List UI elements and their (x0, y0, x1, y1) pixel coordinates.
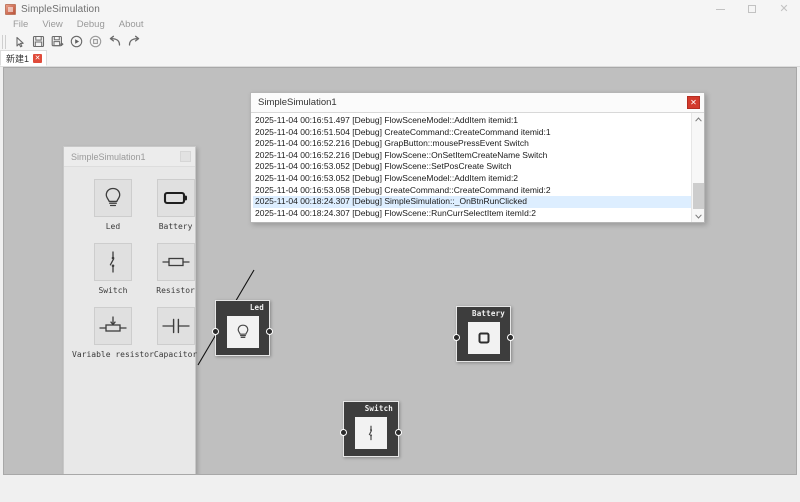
close-button[interactable]: ✕ (779, 2, 789, 15)
node-battery[interactable]: Battery (453, 306, 514, 362)
scrollbar-track[interactable] (692, 125, 705, 210)
debug-log-window[interactable]: SimpleSimulation1 ✕ 2025-11-04 00:16:51.… (250, 92, 705, 223)
menu-item-debug[interactable]: Debug (76, 19, 105, 30)
led-bulb-icon (227, 316, 259, 348)
window-controls: ✕ (704, 0, 800, 18)
log-close-button[interactable]: ✕ (687, 96, 700, 109)
menu-item-file[interactable]: File (13, 19, 29, 30)
node-port-out[interactable] (266, 328, 273, 335)
tab-label: 新建1 (6, 53, 30, 64)
app-logo-icon (5, 3, 16, 15)
palette-item-label: Capacitor (153, 350, 198, 359)
menu-item-view[interactable]: View (42, 19, 63, 30)
palette-item-led[interactable]: Led (93, 179, 132, 231)
log-row[interactable]: 2025-11-04 00:16:52.216 [Debug] GrapButt… (255, 138, 529, 149)
log-window-body: 2025-11-04 00:16:51.497 [Debug] FlowScen… (251, 113, 704, 222)
palette-item-battery[interactable]: Battery (156, 179, 195, 231)
redo-icon[interactable] (124, 32, 143, 51)
palette-collapse-button[interactable] (180, 151, 191, 162)
log-row-selected[interactable]: 2025-11-04 00:18:24.307 [Debug] SimpleSi… (253, 196, 691, 208)
toolbar-grip[interactable] (2, 34, 7, 49)
palette-item-label: Battery (158, 222, 193, 231)
node-title: Led (249, 303, 264, 312)
app-title: SimpleSimulation (21, 3, 100, 15)
undo-icon[interactable] (105, 32, 124, 51)
palette-item-label: Switch (98, 286, 128, 295)
palette-grid: Led Battery (64, 167, 197, 371)
log-list[interactable]: 2025-11-04 00:16:51.497 [Debug] FlowScen… (251, 113, 691, 222)
tab-close-icon[interactable]: ✕ (33, 53, 43, 63)
palette-item-switch[interactable]: Switch (93, 243, 132, 295)
status-bar (0, 477, 800, 502)
tab-new1[interactable]: 新建1 ✕ (0, 50, 48, 66)
node-port-out[interactable] (507, 334, 514, 341)
log-row[interactable]: 2025-11-04 00:16:53.052 [Debug] FlowScen… (255, 161, 512, 172)
variable-resistor-icon (93, 307, 132, 345)
palette-title: SimpleSimulation1 (71, 151, 146, 162)
tab-bar: 新建1 ✕ (0, 50, 800, 67)
palette-title-bar: SimpleSimulation1 (64, 147, 195, 167)
log-row[interactable]: 2025-11-04 00:18:24.307 [Debug] FlowScen… (255, 207, 536, 218)
node-port-in[interactable] (453, 334, 460, 341)
palette-item-label: Led (105, 222, 121, 231)
node-port-in[interactable] (212, 328, 219, 335)
node-port-out[interactable] (395, 429, 402, 436)
node-title: Switch (364, 404, 393, 413)
log-row[interactable]: 2025-11-04 00:16:51.504 [Debug] CreateCo… (255, 126, 551, 137)
node-led[interactable]: Led (212, 300, 273, 356)
scroll-up-arrow-icon[interactable] (692, 113, 705, 125)
maximize-button[interactable] (736, 0, 768, 18)
toolbar (0, 32, 800, 51)
log-row[interactable]: 2025-11-04 00:16:53.052 [Debug] FlowScen… (255, 172, 519, 183)
save-icon[interactable] (29, 32, 48, 51)
menu-item-about[interactable]: About (118, 19, 144, 30)
log-row[interactable]: 2025-11-04 00:16:52.216 [Debug] FlowScen… (255, 149, 548, 160)
node-switch[interactable]: Switch (340, 401, 402, 457)
canvas-workspace[interactable]: Led Battery Switch (3, 67, 797, 475)
stop-icon[interactable] (86, 32, 105, 51)
node-title: Battery (471, 309, 505, 318)
palette-item-label: Resistor (156, 286, 195, 295)
menu-bar: File View Debug About (0, 18, 800, 32)
scroll-down-arrow-icon[interactable] (692, 210, 705, 222)
capacitor-icon (156, 307, 195, 345)
minimize-button[interactable] (704, 0, 736, 18)
palette-item-capacitor[interactable]: Capacitor (154, 307, 197, 359)
node-port-in[interactable] (340, 429, 347, 436)
battery-square-icon (468, 322, 500, 354)
switch-icon (355, 417, 387, 449)
log-row[interactable]: 2025-11-04 00:16:51.497 [Debug] FlowScen… (255, 115, 519, 125)
palette-item-variable-resistor[interactable]: Variable resistor (72, 307, 154, 359)
scrollbar-thumb[interactable] (692, 183, 704, 209)
palette-item-resistor[interactable]: Resistor (156, 243, 195, 295)
log-scrollbar[interactable] (691, 113, 704, 222)
resistor-icon (156, 243, 195, 281)
log-window-title: SimpleSimulation1 (258, 97, 337, 108)
log-window-title-bar: SimpleSimulation1 ✕ (251, 93, 704, 113)
run-icon[interactable] (67, 32, 86, 51)
palette-item-label: Variable resistor (72, 350, 154, 359)
led-bulb-icon (93, 179, 132, 217)
select-cursor-icon[interactable] (10, 32, 29, 51)
title-bar: SimpleSimulation ✕ (0, 0, 800, 18)
component-palette-panel[interactable]: SimpleSimulation1 Led (63, 146, 197, 474)
switch-icon (93, 243, 132, 281)
log-row[interactable]: 2025-11-04 00:16:53.058 [Debug] CreateCo… (255, 184, 551, 195)
save-as-icon[interactable] (48, 32, 67, 51)
battery-icon (156, 179, 195, 217)
